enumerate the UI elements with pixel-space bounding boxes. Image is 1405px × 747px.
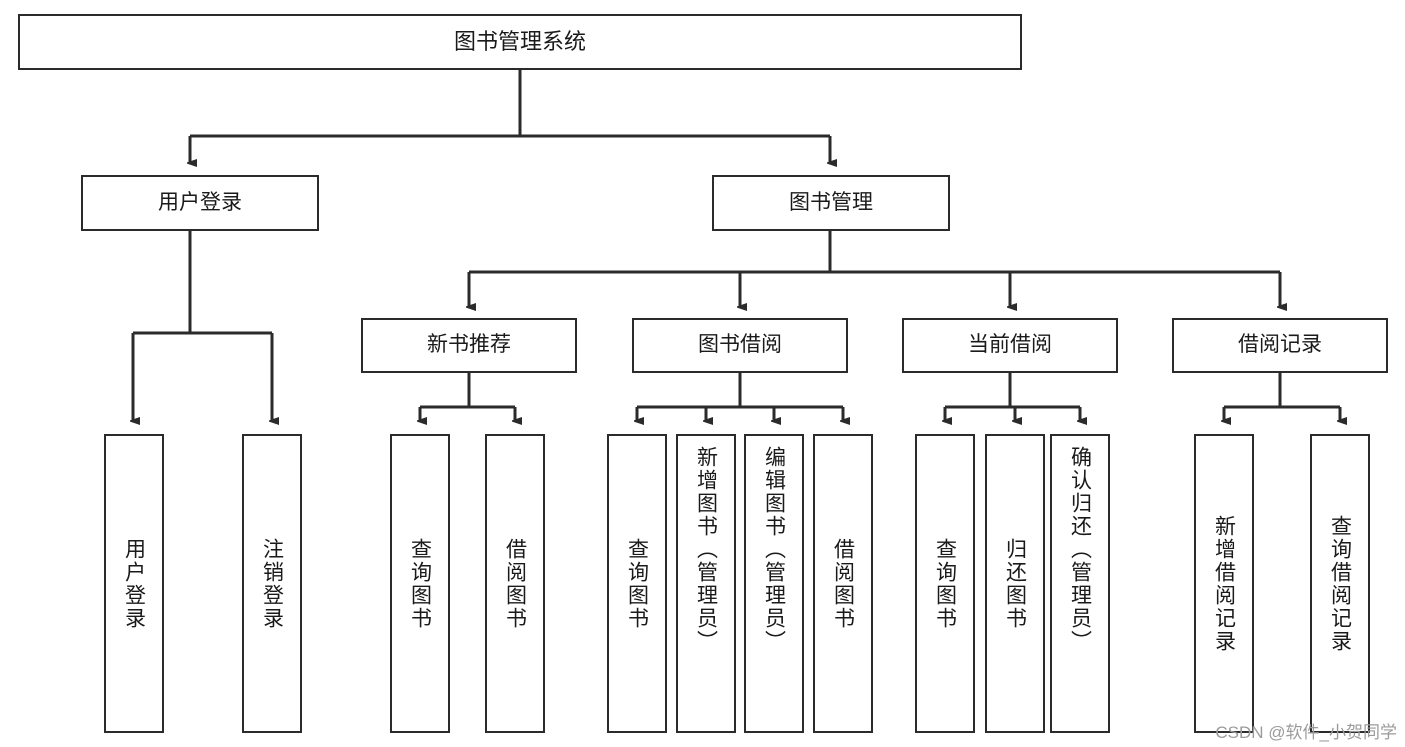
node-label: 查询图书 — [933, 537, 957, 630]
node-book-management[interactable]: 图书管理 — [712, 175, 950, 231]
leaf-book-borrow-query[interactable]: 查询图书 — [607, 434, 667, 733]
node-borrow-record[interactable]: 借阅记录 — [1172, 318, 1388, 373]
leaf-borrow-record-query[interactable]: 查询借阅记录 — [1310, 434, 1370, 733]
node-label: 查询图书 — [408, 537, 432, 630]
node-label: 新增图书（管理员） — [694, 446, 718, 653]
leaf-new-book-query[interactable]: 查询图书 — [390, 434, 450, 733]
node-user-login[interactable]: 用户登录 — [81, 175, 319, 231]
node-label: 用户登录 — [158, 190, 242, 214]
node-current-borrow[interactable]: 当前借阅 — [902, 318, 1118, 373]
leaf-current-borrow-query[interactable]: 查询图书 — [915, 434, 975, 733]
leaf-book-borrow-borrow[interactable]: 借阅图书 — [813, 434, 873, 733]
leaf-current-borrow-confirm-return[interactable]: 确认归还（管理员） — [1050, 434, 1110, 733]
leaf-user-login-logout[interactable]: 注销登录 — [242, 434, 302, 733]
node-label: 图书借阅 — [698, 333, 782, 357]
node-label: 图书管理 — [789, 190, 873, 214]
node-label: 新增借阅记录 — [1212, 514, 1236, 653]
leaf-user-login-login[interactable]: 用户登录 — [104, 434, 164, 733]
node-root-system[interactable]: 图书管理系统 — [18, 14, 1022, 70]
node-label: 注销登录 — [260, 537, 284, 630]
leaf-new-book-borrow[interactable]: 借阅图书 — [485, 434, 545, 733]
node-label: 当前借阅 — [968, 333, 1052, 357]
node-label: 借阅图书 — [503, 537, 527, 630]
node-label: 查询借阅记录 — [1328, 514, 1352, 653]
node-label: 归还图书 — [1003, 537, 1027, 630]
node-label: 查询图书 — [625, 537, 649, 630]
node-label: 借阅图书 — [831, 537, 855, 630]
leaf-book-borrow-edit[interactable]: 编辑图书（管理员） — [744, 434, 804, 733]
node-label: 图书管理系统 — [453, 29, 586, 55]
leaf-book-borrow-add[interactable]: 新增图书（管理员） — [676, 434, 736, 733]
leaf-current-borrow-return[interactable]: 归还图书 — [985, 434, 1045, 733]
leaf-borrow-record-add[interactable]: 新增借阅记录 — [1194, 434, 1254, 733]
node-label: 编辑图书（管理员） — [762, 446, 786, 653]
watermark-text: CSDN @软件_小贺同学 — [1215, 723, 1397, 742]
node-new-book-recommend[interactable]: 新书推荐 — [361, 318, 577, 373]
node-label: 确认归还（管理员） — [1068, 446, 1092, 653]
node-label: 用户登录 — [122, 537, 146, 630]
node-label: 新书推荐 — [427, 333, 511, 357]
node-label: 借阅记录 — [1238, 333, 1322, 357]
node-book-borrow[interactable]: 图书借阅 — [632, 318, 848, 373]
